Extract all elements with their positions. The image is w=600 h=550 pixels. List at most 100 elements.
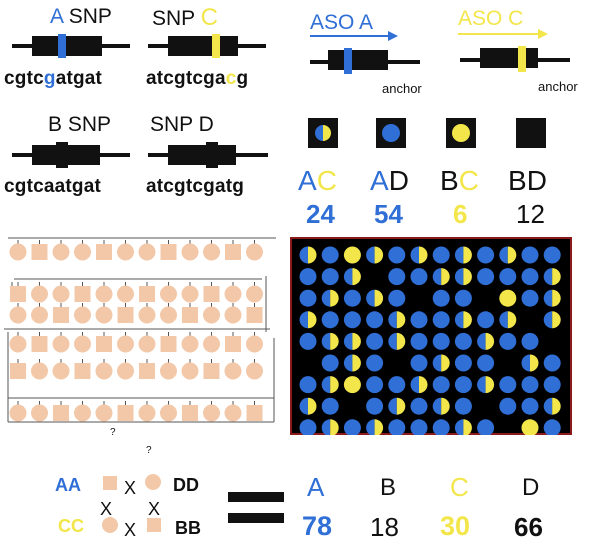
snp-b-label: SNP: [67, 113, 112, 136]
blue-dot: [521, 332, 539, 350]
half-blue-half-yellow-dot: [543, 397, 561, 415]
genotype-count-ad: 54: [374, 199, 403, 229]
blue-dot: [521, 376, 539, 394]
pedigree-male-square: [117, 307, 134, 323]
half-blue-half-yellow-dot: [432, 268, 450, 286]
pedigree-female-circle: [160, 306, 177, 324]
blue-dot: [299, 268, 317, 286]
pedigree-female-circle: [52, 335, 70, 353]
genotype-label-bc: BC: [440, 165, 479, 196]
genotype-legend: AC AD BC BD 24 54 6 12: [290, 115, 600, 235]
blue-dot: [521, 246, 539, 264]
half-blue-half-yellow-dot: [477, 332, 495, 350]
blue-dot: [543, 419, 561, 435]
blue-dot: [299, 419, 317, 435]
pedigree-female-circle: [246, 335, 263, 353]
half-blue-half-yellow-dot: [410, 246, 428, 264]
blue-dot: [410, 268, 428, 286]
snp-c-sequence: atcgtcgacg: [146, 68, 249, 89]
pedigree-female-circle: [31, 285, 48, 303]
snp-b-letter: B: [48, 113, 63, 136]
pedigree-male-square: [182, 307, 198, 323]
half-blue-half-yellow-dot: [321, 289, 339, 307]
pedigree-female-circle: [95, 404, 113, 422]
pedigree-male-square: [96, 336, 112, 352]
allele-letter-c: C: [450, 472, 469, 502]
pedigree-male-square: [53, 307, 69, 323]
pedigree-female-circle: [31, 306, 48, 324]
pedigree-male-square: [74, 286, 91, 302]
blue-dot: [477, 246, 495, 264]
snp-c-letter: C: [200, 4, 218, 31]
snp-a-gene: [12, 34, 130, 58]
allele-letter-b: B: [380, 474, 397, 501]
pedigree-female-circle: [224, 306, 242, 324]
blue-dot: [454, 376, 472, 394]
half-blue-half-yellow-dot: [432, 397, 450, 415]
pedigree-female-circle: [9, 335, 27, 353]
snp-d-panel: SNP D atcgtcgatg: [140, 110, 280, 210]
half-blue-half-yellow-dot: [543, 311, 561, 329]
half-blue-half-yellow-dot: [343, 268, 361, 286]
pedigree-female-circle: [95, 306, 113, 324]
blue-dot: [477, 268, 495, 286]
snp-d-letter: D: [198, 113, 214, 136]
cross-x: X: [124, 478, 137, 498]
genotype-label-ad: AD: [370, 165, 409, 196]
blue-dot: [366, 354, 384, 372]
microarray-panel: [290, 237, 572, 435]
half-blue-half-yellow-dot: [299, 397, 317, 415]
pedigree-female-circle: [181, 362, 199, 380]
pedigree-female-circle: [160, 285, 177, 303]
half-blue-half-yellow-dot: [366, 289, 384, 307]
half-blue-half-yellow-dot: [454, 268, 472, 286]
blue-dot: [299, 332, 317, 350]
yellow-dot: [521, 419, 539, 435]
half-blue-half-yellow-dot: [299, 246, 317, 264]
half-blue-half-yellow-dot: [410, 376, 428, 394]
pedigree-male-square: [53, 405, 69, 421]
half-blue-half-yellow-dot: [454, 311, 472, 329]
cross-label-dd: DD: [173, 475, 199, 495]
snp-d-gene: [148, 142, 268, 168]
pedigree-male-square: [225, 244, 241, 260]
allele-count-c: 30: [440, 511, 471, 541]
allele-count-b: 18: [370, 512, 399, 542]
snp-a-label: SNP: [68, 5, 112, 28]
snp-a-sequence: cgtcgatgat: [4, 68, 103, 89]
genotype-count-bd: 12: [516, 199, 545, 229]
pedigree-male-square: [139, 286, 155, 302]
cross-diagram: AA DD CC BB X X X X: [40, 465, 215, 550]
half-blue-half-yellow-dot: [499, 311, 517, 329]
snp-d-sequence: atcgtcgatg: [146, 176, 245, 197]
blue-dot: [366, 397, 384, 415]
yellow-dot: [343, 246, 361, 264]
aso-c-label: ASO C: [458, 7, 524, 30]
blue-dot: [321, 246, 339, 264]
pedigree-female-circle: [31, 362, 48, 380]
blue-dot: [499, 376, 517, 394]
blue-dot: [477, 311, 495, 329]
blue-dot: [543, 246, 561, 264]
blue-dot: [366, 376, 384, 394]
pedigree-question-mark: ?: [146, 445, 152, 456]
pedigree-male-square: [182, 405, 198, 421]
half-blue-half-yellow-dot: [321, 419, 339, 435]
half-blue-half-yellow-dot: [432, 354, 450, 372]
aso-a-label: ASO A: [310, 11, 374, 34]
blue-dot: [343, 311, 361, 329]
pedigree-female-circle: [74, 335, 91, 353]
pedigree-male-square: [96, 244, 112, 260]
blue-dot: [454, 397, 472, 415]
blue-dot: [477, 419, 495, 435]
half-blue-half-yellow-dot: [366, 246, 384, 264]
half-blue-half-yellow-dot: [366, 419, 384, 435]
genotype-icons: [308, 118, 546, 148]
pedigree-female-circle: [138, 404, 156, 422]
genotype-label-bd: BD: [508, 165, 547, 196]
pedigree-male-square: [246, 405, 263, 421]
blue-dot: [454, 289, 472, 307]
blue-dot: [432, 332, 450, 350]
pedigree-female-circle: [138, 243, 156, 261]
pedigree-female-circle: [203, 243, 220, 261]
